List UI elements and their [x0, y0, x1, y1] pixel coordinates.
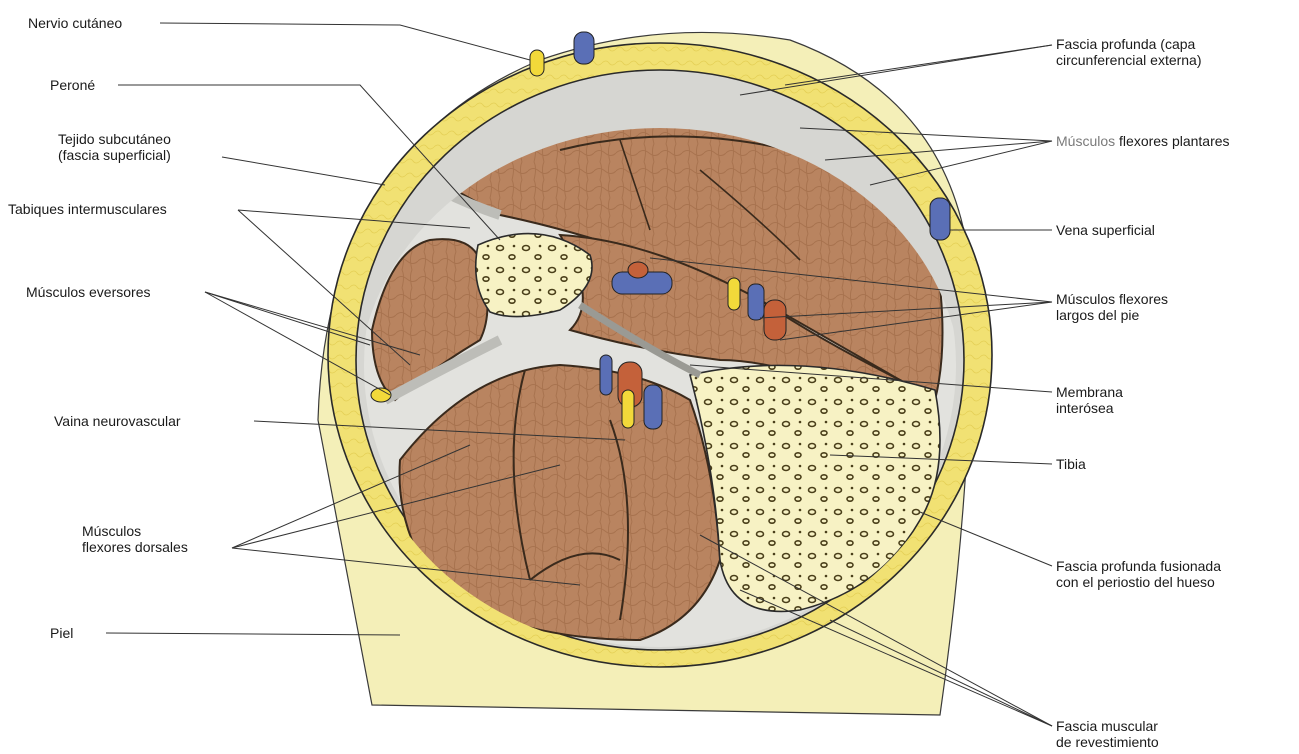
- label-musculos-flexores-plantares-b: flexores plantares: [1115, 133, 1229, 149]
- label-fascia-profunda-fusionada: Fascia profunda fusionada con el periost…: [1056, 558, 1221, 590]
- label-musculos-flexores-largos: Músculos flexores largos del pie: [1056, 291, 1168, 323]
- label-piel: Piel: [50, 625, 73, 641]
- label-perone: Peroné: [50, 77, 95, 93]
- label-fascia-muscular: Fascia muscular de revestimiento: [1056, 718, 1159, 750]
- label-tejido-subcutaneo: Tejido subcutáneo (fascia superficial): [58, 131, 171, 163]
- label-musculos-eversores: Músculos eversores: [26, 284, 151, 300]
- label-musculos-flexores-plantares-a: Músculos: [1056, 133, 1115, 149]
- label-musculos-flexores-plantares: Músculos flexores plantares: [1056, 133, 1230, 149]
- label-membrana-interosea: Membrana interósea: [1056, 384, 1123, 416]
- label-nervio-cutaneo: Nervio cutáneo: [28, 15, 122, 31]
- label-vaina-neurovascular: Vaina neurovascular: [54, 413, 181, 429]
- label-vena-superficial: Vena superficial: [1056, 222, 1155, 238]
- label-tibia: Tibia: [1056, 456, 1086, 472]
- label-fascia-profunda: Fascia profunda (capa circunferencial ex…: [1056, 36, 1202, 68]
- leader-tejido-subcutaneo: [222, 157, 385, 185]
- label-musculos-flexores-dorsales: Músculos flexores dorsales: [82, 523, 188, 555]
- label-tabiques-intermusculares: Tabiques intermusculares: [8, 201, 167, 217]
- leader-piel: [106, 633, 400, 635]
- leader-nervio-cutaneo: [160, 23, 530, 60]
